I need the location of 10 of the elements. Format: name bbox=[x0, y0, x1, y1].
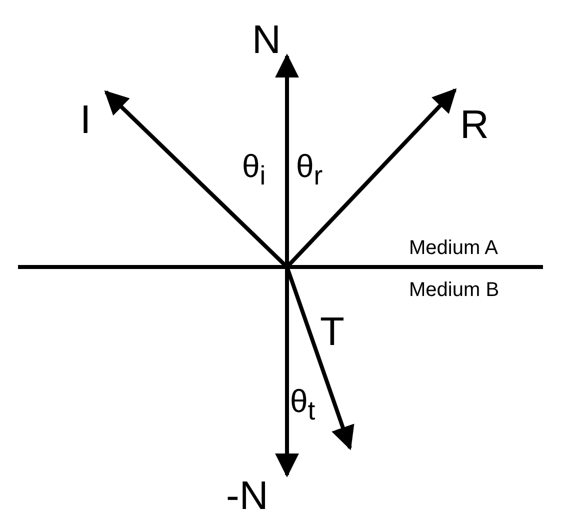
angle-label: θ$_{r}$ bbox=[296, 150, 323, 190]
ray-label: R bbox=[460, 105, 489, 145]
ray-label: -N bbox=[226, 476, 268, 516]
medium-label: Medium A bbox=[409, 238, 498, 258]
angle-label: θ$_{t}$ bbox=[290, 385, 316, 424]
ray-label: T bbox=[320, 312, 344, 352]
angle-label: θ$_{i}$ bbox=[242, 150, 266, 190]
ray-label: I bbox=[80, 100, 92, 140]
ray-label: N bbox=[252, 20, 281, 60]
medium-label: Medium B bbox=[409, 280, 500, 300]
